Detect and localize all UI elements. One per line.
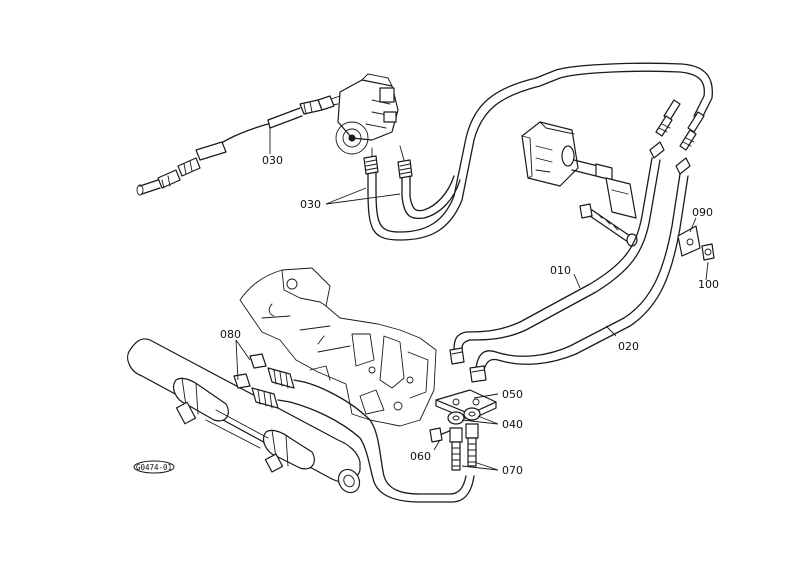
lower-return-pipe [289, 381, 475, 503]
transmission-housing [239, 267, 437, 427]
callout-090: 090 [692, 206, 713, 219]
hydraulic-pump [325, 73, 399, 155]
callout-030-upper: 030 [262, 154, 283, 167]
banjo-bolts-070 [449, 423, 479, 471]
bolt-060 [429, 427, 453, 443]
drawing-code-text: G0474-01 [136, 463, 172, 472]
control-valve [521, 121, 637, 219]
bracket-bolt [579, 203, 638, 247]
callout-050: 050 [502, 388, 523, 401]
pump-fitting-upper [299, 95, 335, 115]
pipe-010-020 [453, 157, 689, 371]
callout-060: 060 [410, 450, 431, 463]
callout-040: 040 [502, 418, 523, 431]
flexible-hose-030 [136, 107, 303, 196]
lower-pipe-fittings [449, 347, 487, 383]
callout-080: 080 [220, 328, 241, 341]
callout-070: 070 [502, 464, 523, 477]
leader-lines [235, 128, 709, 471]
bracket-090 [677, 225, 715, 261]
cylinder-fittings-080 [233, 353, 305, 409]
hydraulic-cylinder [127, 338, 361, 494]
pipe-end-fittings [649, 99, 705, 175]
pump-fittings-lower [363, 145, 413, 197]
connector-plate-050 [435, 389, 497, 421]
pipe-loop [367, 62, 714, 241]
callout-020: 020 [618, 340, 639, 353]
callout-030-lower: 030 [300, 198, 321, 211]
drawing-code-badge: G0474-01 [133, 460, 175, 474]
callout-010: 010 [550, 264, 571, 277]
washers-040 [447, 407, 481, 425]
callout-100: 100 [698, 278, 719, 291]
